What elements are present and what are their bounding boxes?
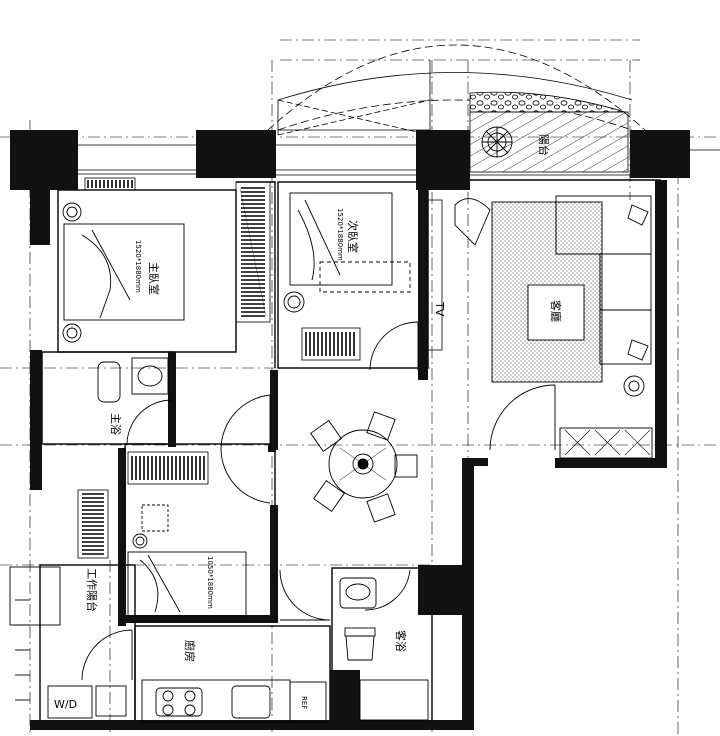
master-bath-fixtures (97, 357, 169, 403)
utility-balcony (9, 566, 93, 719)
washer-dryer-label: W/D (54, 698, 77, 711)
master-bed (62, 202, 185, 343)
room-label-master-bedroom: 主臥室 (147, 262, 161, 295)
dining-table (310, 411, 418, 523)
living-furniture (454, 195, 653, 459)
room-label-living-room: 客廳 (549, 300, 563, 322)
tv-label: TV (433, 301, 446, 317)
room-label-kitchen: 廚房 (183, 640, 197, 662)
room-label-second-bedroom: 次臥室 (346, 220, 360, 253)
bed-size-third: 1050*1880mm (206, 556, 214, 609)
hanger-marks (82, 180, 355, 555)
wardrobe-closets (77, 177, 361, 559)
balcony-deck (469, 91, 629, 173)
third-bed (127, 504, 247, 617)
balcony-plant-icon (481, 126, 513, 158)
room-label-guest-bath: 客浴 (394, 630, 408, 652)
bed-size-master: 1520*1880mm (134, 240, 142, 293)
fridge-label: REF (300, 696, 308, 709)
room-label-utility-balcony: 工作陽台 (85, 568, 99, 612)
room-label-master-bath: 主浴 (109, 413, 122, 435)
room-label-balcony: 陽台 (537, 134, 551, 156)
tv-unit (427, 199, 443, 351)
balcony-arc (267, 44, 646, 136)
door-swings (81, 321, 556, 681)
guest-bath-fixtures (339, 577, 429, 721)
thick-walls (10, 130, 690, 730)
kitchen-counter (95, 679, 327, 723)
second-bed (283, 192, 411, 313)
bed-size-second: 1520*1880mm (336, 208, 344, 261)
